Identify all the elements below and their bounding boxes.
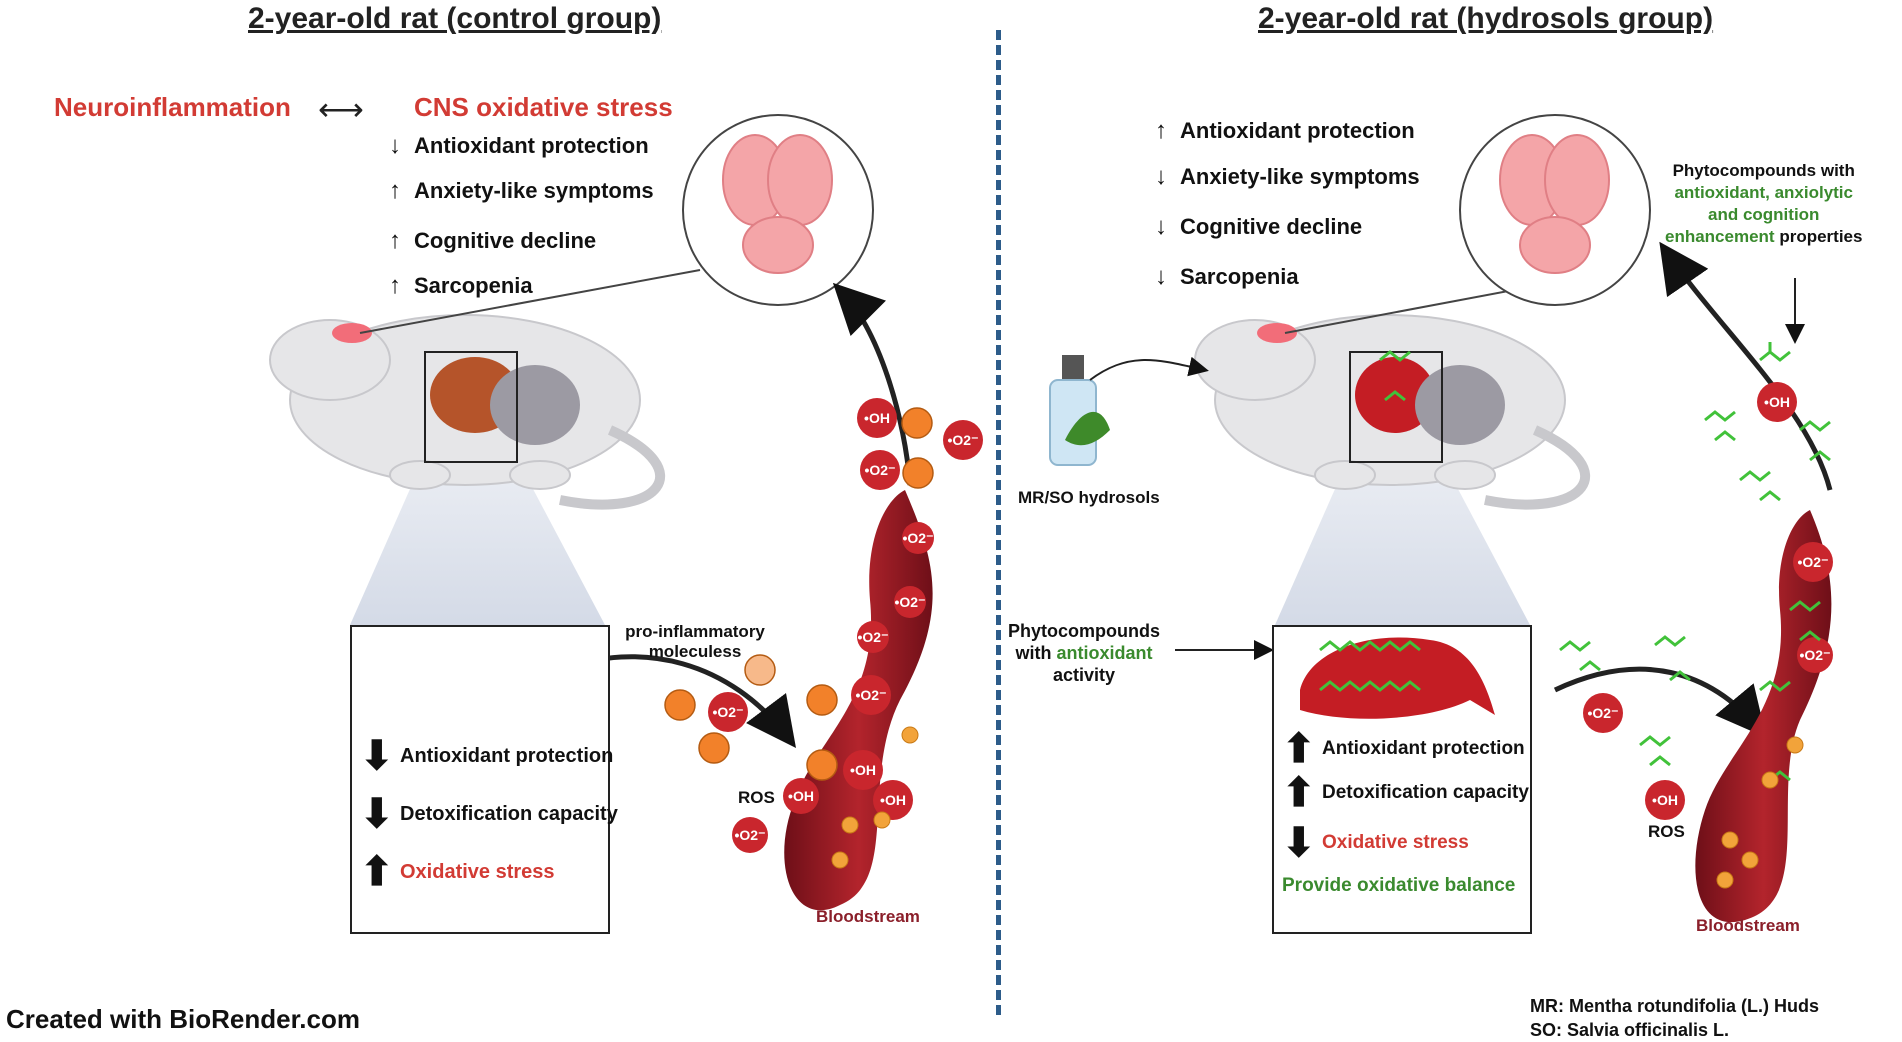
- biorender-credit: Created with BioRender.com: [6, 1004, 360, 1034]
- liver-panel-left-list: ⬇Antioxidant protection ⬇Detoxification …: [360, 727, 618, 901]
- svg-text:•OH: •OH: [1652, 792, 1678, 808]
- svg-text:•O2⁻: •O2⁻: [895, 594, 926, 610]
- neuroinflammation-label: Neuroinflammation: [54, 92, 291, 122]
- left-effect-2: ↑Anxiety-like symptoms: [384, 166, 654, 216]
- svg-text:•OH: •OH: [1764, 394, 1790, 410]
- left-effect-1: ↓Antioxidant protection: [384, 126, 654, 166]
- left-effects-list: ↓Antioxidant protection ↑Anxiety-like sy…: [384, 126, 654, 306]
- svg-text:•O2⁻: •O2⁻: [948, 432, 979, 448]
- svg-text:•O2⁻: •O2⁻: [865, 462, 896, 478]
- down-arrow-icon: ⬇: [1282, 821, 1316, 865]
- oxidative-balance-label: Provide oxidative balance: [1282, 875, 1516, 896]
- right-effect-4: ↓Sarcopenia: [1150, 254, 1420, 300]
- ros-bubbles-left: •OH •O2⁻ •O2⁻ •O2⁻ •O2⁻ •O2⁻ •O2⁻ •O2⁻ •…: [708, 398, 983, 853]
- left-box-item-2: ⬇Detoxification capacity: [360, 792, 618, 836]
- up-arrow-icon: ↑: [389, 177, 401, 204]
- rat-right-liver: [1355, 357, 1435, 433]
- right-effect-3: ↓Cognitive decline: [1150, 200, 1420, 254]
- liver-panel-right: ⬆Antioxidant protection ⬆Detoxification …: [1272, 625, 1532, 934]
- vessel-right: [1695, 510, 1832, 923]
- down-arrow-icon: ⬇: [360, 734, 394, 778]
- left-box-item-3: ⬆Oxidative stress: [360, 850, 555, 894]
- up-arrow-icon: ↑: [1155, 117, 1167, 144]
- rat-left-intestine: [490, 365, 580, 445]
- up-arrow-icon: ↑: [389, 272, 401, 299]
- svg-text:•OH: •OH: [850, 762, 876, 778]
- svg-text:•O2⁻: •O2⁻: [1588, 705, 1619, 721]
- zoom-beam-right: [1275, 455, 1530, 625]
- arrow-to-brain-left: [832, 282, 913, 486]
- svg-text:•OH: •OH: [788, 788, 814, 804]
- hydrosols-label: MR/SO hydrosols: [1018, 488, 1160, 507]
- bloodstream-right: Bloodstream: [1696, 916, 1800, 935]
- right-box-item-1: ⬆Antioxidant protection: [1282, 727, 1525, 771]
- pro-inflammatory-label: pro-inflammatory moleculess: [625, 622, 765, 661]
- brain-right: [1499, 134, 1610, 274]
- ros-bubbles-right: •OH •O2⁻ •O2⁻ •O2⁻ •OH: [1583, 382, 1833, 820]
- up-arrow-icon: ⬆: [1282, 727, 1316, 771]
- down-arrow-icon: ↓: [1155, 213, 1167, 240]
- rat-right-zoom-box: [1349, 351, 1443, 463]
- svg-text:•O2⁻: •O2⁻: [858, 629, 889, 645]
- down-arrow-icon: ↓: [389, 132, 401, 159]
- arrow-liver-to-blood-right: [1553, 666, 1767, 738]
- phytocompounds-green: [1319, 342, 1831, 782]
- svg-text:•O2⁻: •O2⁻: [856, 687, 887, 703]
- right-title: 2-year-old rat (hydrosols group): [1258, 2, 1714, 35]
- right-box-item-3: ⬇Oxidative stress: [1282, 821, 1469, 865]
- arrow-to-brain-right: [1659, 241, 1833, 491]
- arrow-hydrosol-to-rat: [1089, 356, 1209, 381]
- zoom-beam-left: [350, 455, 605, 625]
- phyto-top-label: Phytocompounds with antioxidant, anxioly…: [1665, 161, 1863, 246]
- rat-left-zoom-box: [424, 351, 518, 463]
- svg-text:•O2⁻: •O2⁻: [903, 530, 934, 546]
- svg-text:•O2⁻: •O2⁻: [1798, 554, 1829, 570]
- section-divider: [996, 30, 1001, 1015]
- liver-right: [1300, 637, 1495, 719]
- right-effect-1: ↑Antioxidant protection: [1150, 108, 1420, 154]
- right-effect-2: ↓Anxiety-like symptoms: [1150, 154, 1420, 200]
- bloodstream-left: Bloodstream: [816, 907, 920, 926]
- up-arrow-icon: ⬆: [1282, 771, 1316, 815]
- brain-left: [722, 134, 833, 274]
- left-box-item-1: ⬇Antioxidant protection: [360, 734, 614, 778]
- rat-left-brain-spot: [332, 323, 372, 343]
- up-arrow-icon: ↑: [389, 227, 401, 254]
- down-arrow-icon: ↓: [1155, 163, 1167, 190]
- cns-oxidative-stress-label: CNS oxidative stress: [414, 92, 673, 122]
- svg-text:•O2⁻: •O2⁻: [713, 704, 744, 720]
- down-arrow-icon: ⬇: [360, 792, 394, 836]
- brain-pointer-left: [359, 269, 701, 334]
- right-effects-list: ↑Antioxidant protection ↓Anxiety-like sy…: [1150, 108, 1420, 300]
- svg-text:•OH: •OH: [864, 410, 890, 426]
- hydrosol-bottle-icon: [1049, 355, 1110, 466]
- down-arrow-icon: ↓: [1155, 263, 1167, 290]
- abbreviations: MR: Mentha rotundifolia (L.) Huds SO: Sa…: [1530, 996, 1819, 1040]
- svg-text:•OH: •OH: [880, 792, 906, 808]
- ros-label-right: ROS: [1648, 822, 1685, 841]
- rat-right-intestine: [1415, 365, 1505, 445]
- liver-panel-left: ⬇Antioxidant protection ⬇Detoxification …: [350, 625, 618, 934]
- double-arrow-icon: ⟷: [318, 91, 364, 127]
- right-box-item-2: ⬆Detoxification capacity: [1282, 771, 1529, 815]
- rat-right-brain-spot: [1257, 323, 1297, 343]
- left-effect-3: ↑Cognitive decline: [384, 216, 654, 266]
- svg-text:•O2⁻: •O2⁻: [735, 827, 766, 843]
- up-arrow-icon: ⬆: [360, 850, 394, 894]
- ros-label-left: ROS: [738, 788, 775, 807]
- left-effect-4: ↑Sarcopenia: [384, 266, 654, 306]
- liver-panel-right-list: ⬆Antioxidant protection ⬆Detoxification …: [1282, 727, 1529, 901]
- phyto-left-label: Phytocompounds with antioxidant activity: [1008, 621, 1160, 685]
- left-title: 2-year-old rat (control group): [248, 2, 662, 35]
- svg-text:•O2⁻: •O2⁻: [1800, 647, 1831, 663]
- pro-inflammatory-molecules: [664, 407, 934, 781]
- blood-cells: [831, 726, 1804, 889]
